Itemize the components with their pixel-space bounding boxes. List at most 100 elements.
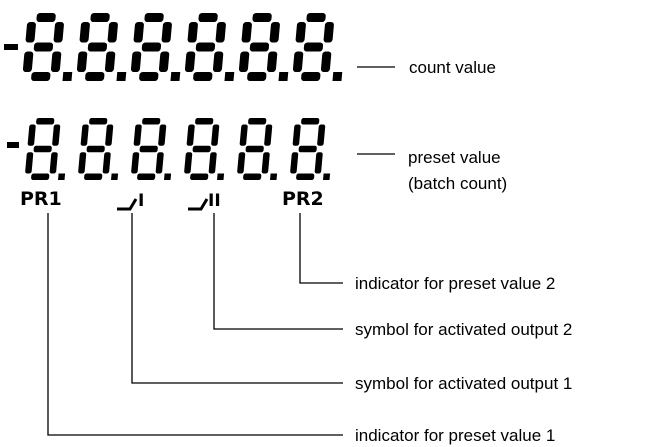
segment: [84, 173, 103, 180]
segment: [306, 13, 326, 22]
count-digit: [238, 13, 289, 81]
segment: [53, 22, 64, 43]
count-minus-sign: [4, 44, 18, 50]
segment: [303, 42, 324, 52]
segment: [252, 13, 272, 22]
segment: [161, 22, 172, 43]
decimal-point: [323, 173, 331, 180]
segment: [292, 124, 301, 146]
segment: [25, 152, 34, 174]
segment: [33, 145, 52, 153]
pr1-indicator: PR1: [20, 188, 62, 210]
segment: [142, 118, 161, 125]
output1-symbol: I: [117, 191, 144, 211]
count-digits: [22, 13, 343, 81]
segment: [49, 152, 58, 174]
segment: [131, 152, 140, 174]
segment: [85, 72, 105, 81]
segment: [186, 124, 195, 146]
segment: [301, 72, 321, 81]
segment: [102, 152, 111, 174]
segment: [107, 22, 118, 43]
pr2-indicator: PR2: [282, 188, 324, 210]
pr2-leader: [299, 213, 343, 284]
segment: [31, 72, 51, 81]
segment: [245, 145, 264, 153]
count-digit: [292, 13, 343, 81]
decimal-point: [224, 72, 235, 81]
segment: [264, 124, 273, 146]
segment: [105, 124, 114, 146]
output2-leader: [213, 213, 343, 330]
batch-count-label: (batch count): [408, 174, 507, 193]
segment: [241, 22, 252, 43]
segment: [139, 145, 158, 153]
segment: [78, 152, 87, 174]
segment: [190, 173, 209, 180]
segment: [130, 51, 142, 72]
count-value-label: count value: [409, 58, 496, 77]
segment: [86, 145, 105, 153]
segment: [79, 22, 90, 43]
segment: [158, 124, 167, 146]
segment: [104, 51, 116, 72]
count-digit: [76, 13, 127, 81]
segment: [323, 22, 334, 43]
segment: [317, 124, 326, 146]
preset-digit: [131, 118, 172, 180]
segment: [36, 118, 55, 125]
preset-digit: [290, 118, 331, 180]
segment: [248, 118, 267, 125]
segment: [239, 124, 248, 146]
preset-digit: [184, 118, 225, 180]
segment: [141, 42, 162, 52]
output1-roman: I: [138, 191, 144, 211]
preset-value-display: [7, 118, 331, 180]
segment: [261, 152, 270, 174]
preset-digit: [237, 118, 278, 180]
segment: [27, 124, 36, 146]
segment: [247, 72, 267, 81]
segment: [292, 51, 304, 72]
segment: [52, 124, 61, 146]
output1-leader: [131, 213, 343, 384]
segment: [298, 145, 317, 153]
segment: [195, 42, 216, 52]
segment: [25, 22, 36, 43]
segment: [192, 145, 211, 153]
segment: [296, 173, 315, 180]
output2-symbol: II: [188, 191, 221, 211]
preset-digit: [78, 118, 119, 180]
segment: [208, 152, 217, 174]
symbol-output-2-label: symbol for activated output 2: [355, 320, 572, 339]
segment: [133, 124, 142, 146]
count-digit: [22, 13, 73, 81]
segment: [36, 13, 56, 22]
indicator-preset-2-label: indicator for preset value 2: [355, 274, 555, 293]
decimal-point: [58, 173, 66, 180]
segment: [144, 13, 164, 22]
decimal-point: [278, 72, 289, 81]
pr1-leader: [47, 213, 343, 436]
segment: [314, 152, 323, 174]
segment: [137, 173, 156, 180]
segment: [133, 22, 144, 43]
segment: [237, 152, 246, 174]
segment: [187, 22, 198, 43]
segment: [80, 124, 89, 146]
symbol-output-1-label: symbol for activated output 1: [355, 374, 572, 393]
decimal-point: [62, 72, 73, 81]
count-digit: [130, 13, 181, 81]
segment: [33, 42, 54, 52]
indicator-preset-1-label: indicator for preset value 1: [355, 426, 555, 445]
decimal-point: [270, 173, 278, 180]
output1-switch-icon: [117, 198, 138, 211]
segment: [158, 51, 170, 72]
segment: [155, 152, 164, 174]
segment: [215, 22, 226, 43]
segment: [295, 22, 306, 43]
segment: [266, 51, 278, 72]
preset-value-label: preset value: [408, 148, 501, 167]
decimal-point: [170, 72, 181, 81]
segment: [290, 152, 299, 174]
